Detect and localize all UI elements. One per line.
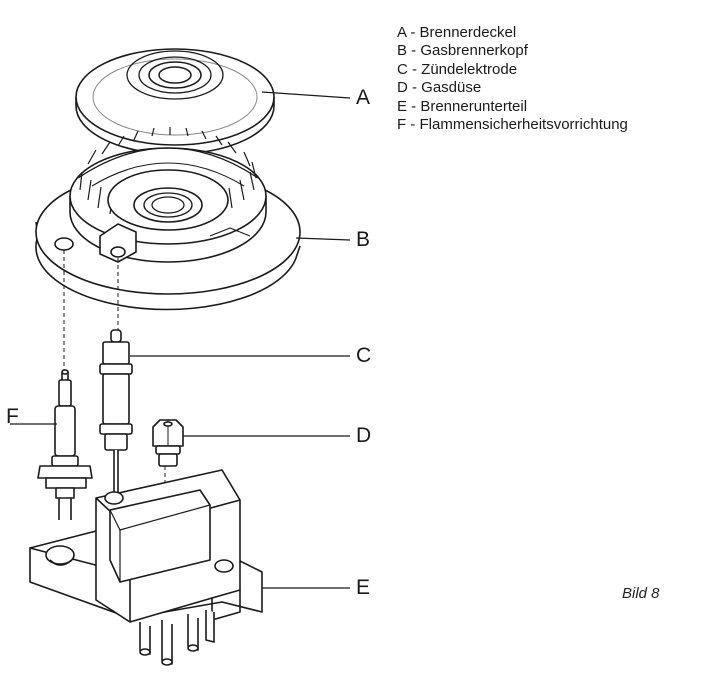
leader-lines [10,91,351,589]
legend-item-d: D - Gasdüse [397,79,482,97]
leader-line-a [261,91,351,99]
callout-label-f: F [6,405,19,428]
gas-nozzle-part [152,419,184,467]
callout-label-e: E [356,576,371,599]
figure-caption: Bild 8 [622,585,660,602]
callout-label-a: A [356,86,371,109]
flame-safety-device-part [37,369,93,520]
leader-line-b [295,237,351,241]
legend-item-c: C - Zündelektrode [397,60,518,78]
legend-item-f: F - Flammensicherheitsvorrichtung [397,116,628,134]
callout-label-c: C [356,344,372,367]
legend-item-a: A - Brennerdeckel [397,24,517,41]
burner-base-part [29,469,263,666]
ignition-electrode-part [99,329,133,501]
legend-item-e: E - Brennerunterteil [397,97,528,115]
burner-cap-part [75,48,275,155]
legend-item-b: B - Gasbrennerkopf [397,42,528,60]
callout-label-d: D [356,424,372,447]
burner-head-part [35,127,301,311]
callout-label-b: B [356,228,371,251]
parts-legend: A - Brennerdeckel B - Gasbrennerkopf C -… [397,24,628,134]
